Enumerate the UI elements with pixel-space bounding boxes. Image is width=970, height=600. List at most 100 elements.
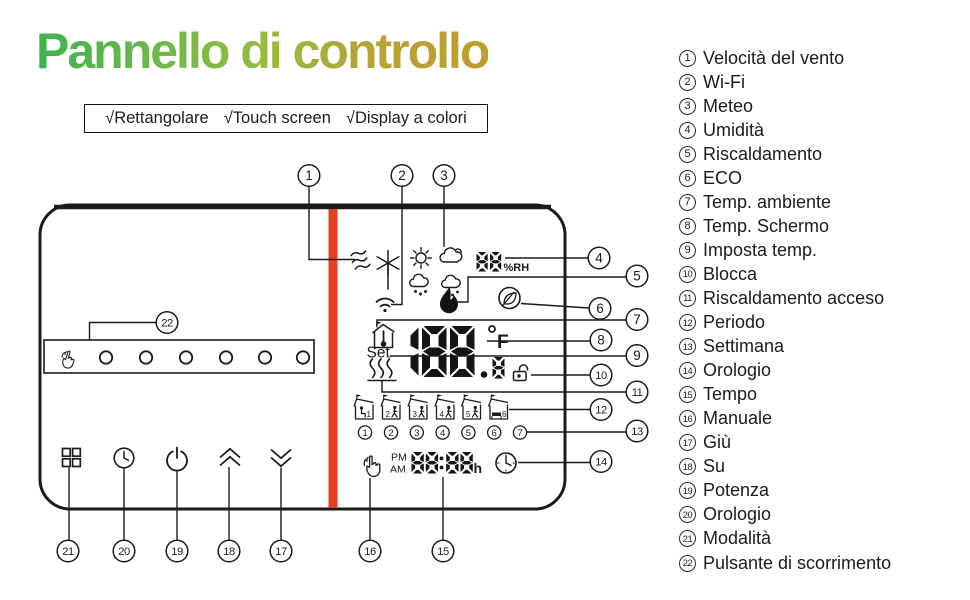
feature-item: √Display a colori — [345, 109, 467, 127]
temp-decimal-dot — [480, 371, 488, 378]
seg-segment — [490, 262, 494, 270]
thermostat-panel — [38, 203, 567, 511]
callout-number: 14 — [595, 457, 607, 469]
set-label: Set — [367, 345, 391, 362]
wind-speed-icon — [350, 249, 400, 290]
legend-item-11: 11 Riscaldamento acceso — [679, 286, 891, 310]
seg-segment — [451, 369, 473, 377]
clock-button — [113, 447, 135, 469]
callout-16: 16 — [358, 539, 382, 563]
seg-segment — [492, 358, 497, 368]
callout-number: 6 — [596, 301, 604, 316]
seg-segment — [500, 368, 505, 377]
seg-segment — [476, 262, 480, 270]
callout-number: 1 — [305, 168, 313, 183]
seg-segment — [469, 463, 473, 472]
seg-segment — [425, 453, 430, 463]
callout-number: 19 — [171, 546, 183, 558]
legend-label: ECO — [703, 167, 743, 188]
legend-number: 1 — [679, 49, 696, 67]
seg-segment — [425, 463, 430, 472]
period-number: 1 — [367, 410, 372, 419]
callout-12: 12 — [589, 397, 613, 422]
swipe-hand-icon — [61, 350, 75, 369]
callout-19: 19 — [165, 539, 189, 563]
heating-flame-icon — [439, 286, 458, 314]
sun-icon — [410, 246, 432, 269]
legend-number: 5 — [679, 145, 696, 163]
weather-icons — [409, 246, 463, 297]
seg-segment — [427, 469, 437, 474]
legend-number: 7 — [679, 193, 696, 211]
seg-segment — [478, 268, 487, 272]
seg-segment — [451, 347, 474, 356]
up-button — [219, 447, 241, 467]
seg-segment — [420, 453, 424, 463]
week-number: 6 — [492, 428, 497, 439]
callout-number: 15 — [437, 546, 449, 558]
legend-label: Giù — [703, 432, 732, 453]
week-number: 4 — [440, 428, 445, 439]
seg-segment — [423, 347, 446, 356]
callout-13: 13 — [625, 419, 649, 443]
legend-label: Riscaldamento acceso — [703, 287, 885, 308]
scroll-dot — [178, 350, 194, 365]
callout-line-5 — [456, 276, 626, 303]
seg-segment — [410, 353, 419, 376]
callout-22: 22 — [155, 310, 179, 335]
legend-number: 11 — [679, 289, 696, 307]
down-button — [270, 448, 292, 468]
seg-segment — [427, 452, 437, 456]
callout-number: 7 — [633, 312, 641, 327]
legend-number: 18 — [679, 458, 696, 476]
legend-number: 13 — [679, 338, 696, 356]
seg-segment — [461, 460, 472, 465]
callout-line-2 — [391, 186, 403, 306]
legend-label: Orologio — [703, 360, 772, 381]
seg-segment — [466, 327, 475, 350]
legend-item-1: 1 Velocità del vento — [679, 46, 891, 70]
legend-number: 21 — [679, 530, 696, 548]
time-unit: h — [474, 460, 483, 476]
callout-number: 20 — [118, 546, 130, 558]
legend-label: Pulsante di scorrimento — [703, 552, 892, 573]
seg-segment — [411, 453, 416, 463]
callout-number: 16 — [364, 546, 376, 558]
legend-label: Meteo — [703, 95, 754, 116]
legend-label: Velocità del vento — [703, 47, 845, 68]
legend-number: 12 — [679, 314, 696, 332]
seg-segment — [494, 374, 503, 379]
period-house-1: 1 — [353, 394, 374, 420]
legend-label: Blocca — [703, 263, 758, 284]
seg-segment — [477, 260, 487, 264]
cloud-icon — [439, 247, 463, 263]
period-number: 5 — [466, 410, 471, 419]
callout-number: 8 — [597, 333, 605, 348]
feature-box: √Rettangolare√Touch screen√Display a col… — [84, 104, 488, 133]
seg-segment — [423, 326, 445, 334]
callout-21: 21 — [56, 539, 80, 563]
legend-label: Tempo — [703, 384, 758, 405]
callout-lines — [68, 186, 626, 540]
callout-7: 7 — [625, 307, 649, 332]
seg-segment — [450, 327, 458, 350]
seg-segment — [476, 253, 480, 262]
manual-hand-icon — [363, 455, 381, 478]
period-number: 2 — [386, 410, 391, 419]
legend-label: Wi-Fi — [703, 71, 745, 92]
week-circle-7: 7 — [512, 425, 528, 440]
seg-segment — [492, 368, 497, 377]
seg-segment — [438, 353, 447, 376]
meridiem-pm: PM — [391, 452, 407, 464]
